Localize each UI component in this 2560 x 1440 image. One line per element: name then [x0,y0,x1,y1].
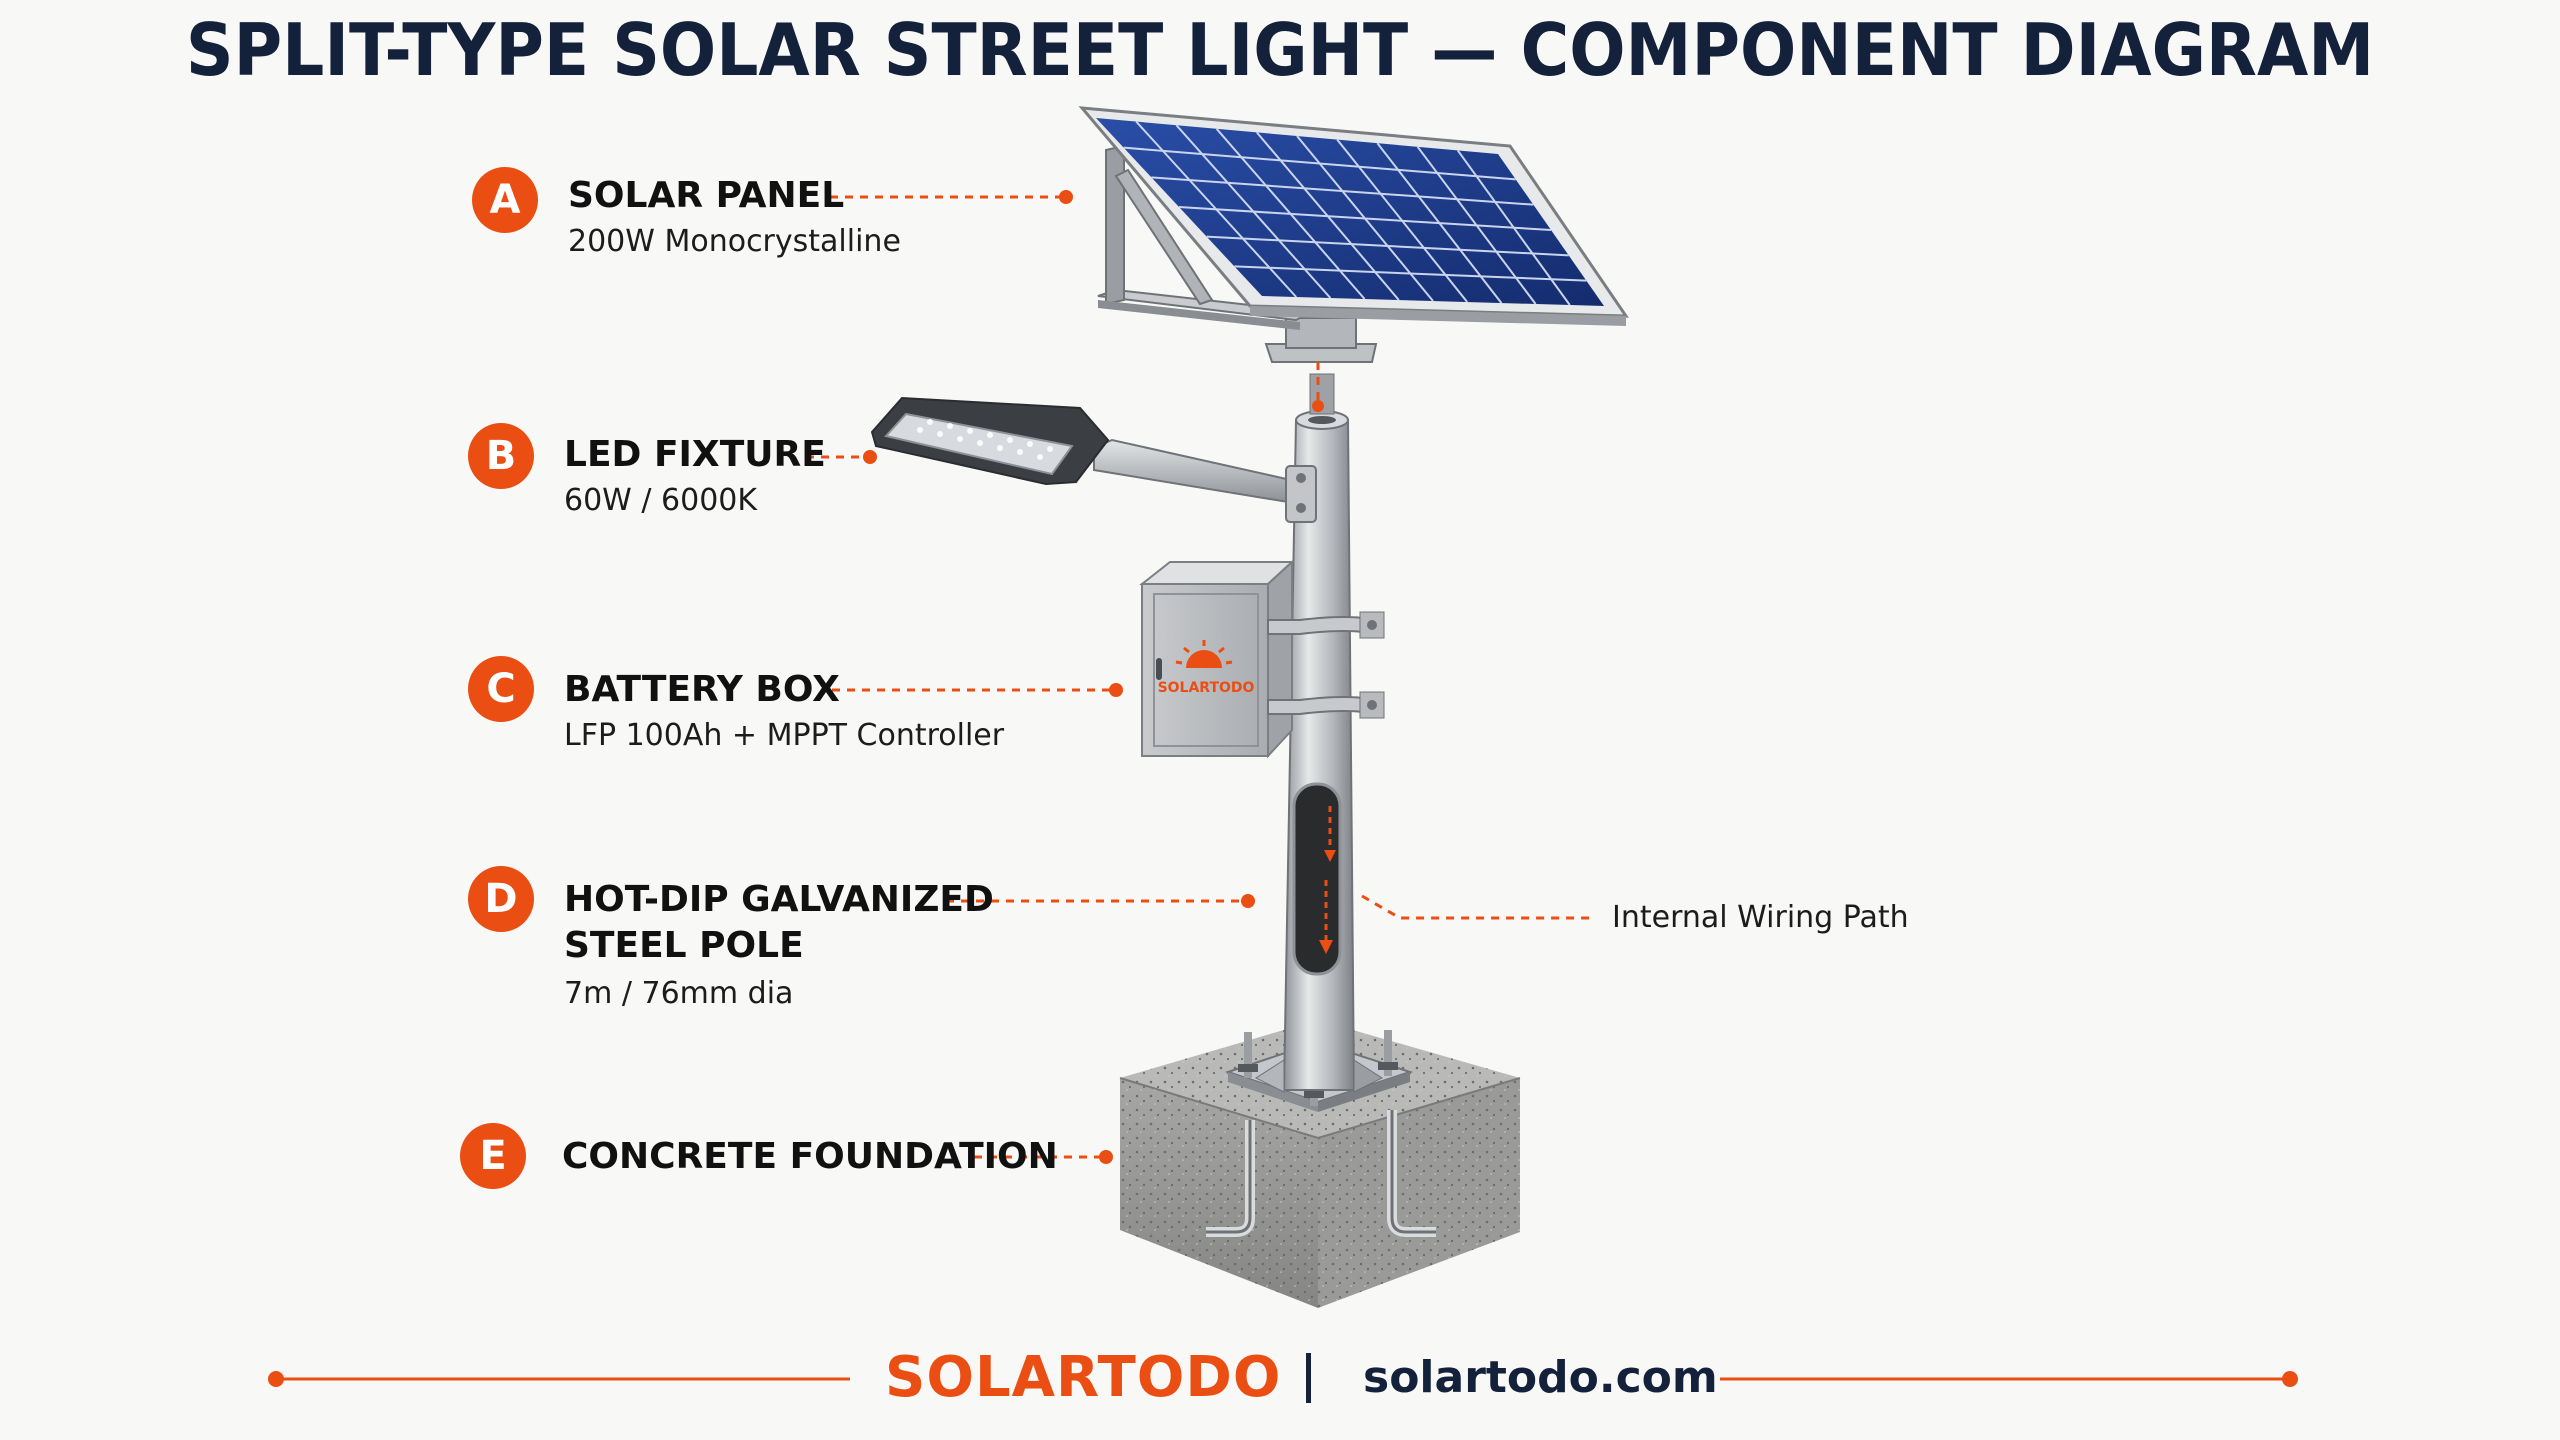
led-fixture [870,396,1110,486]
callout-badge-c: C [468,656,534,722]
callout-title-steel-pole-line2: STEEL POLE [564,925,804,966]
footer-rules [268,1371,2298,1387]
solar-panel [1078,106,1629,326]
callout-badge-a: A [472,167,538,233]
callout-sub-solar-panel: 200W Monocrystalline [568,224,901,259]
footer-url[interactable]: solartodo.com [1363,1352,1718,1403]
callout-sub-battery-box: LFP 100Ah + MPPT Controller [564,718,1005,753]
lamp-arm [1093,438,1317,523]
box-brand-label: SOLARTODO [1158,680,1255,696]
callout-title-concrete-foundation: CONCRETE FOUNDATION [562,1136,1058,1177]
callout-title-battery-box: BATTERY BOX [564,669,840,710]
callout-badge-b: B [468,423,534,489]
solar-panel-mount [1097,144,1378,415]
internal-wiring-window [1292,782,1342,976]
solar-panel-cells [1123,120,1587,306]
callout-title-steel-pole: HOT-DIP GALVANIZED [564,879,994,920]
leader-dots [863,190,1324,1164]
callout-title-led-fixture: LED FIXTURE [564,434,826,475]
footer-separator [1306,1353,1311,1403]
battery-box: SOLARTODO [1139,559,1385,759]
internal-wiring-label: Internal Wiring Path [1612,900,1909,935]
callout-badge-e: E [460,1123,526,1189]
footer-brand: SOLARTODO [885,1345,1282,1410]
steel-pole [1254,410,1384,1093]
callout-badge-d: D [468,866,534,932]
leader-lines [806,195,1592,1159]
page-title: SPLIT-TYPE SOLAR STREET LIGHT — COMPONEN… [185,8,2375,92]
sun-logo-icon [1175,640,1233,668]
callout-title-solar-panel: SOLAR PANEL [568,175,845,216]
callout-sub-led-fixture: 60W / 6000K [564,483,758,518]
callout-sub-steel-pole: 7m / 76mm dia [564,976,794,1011]
